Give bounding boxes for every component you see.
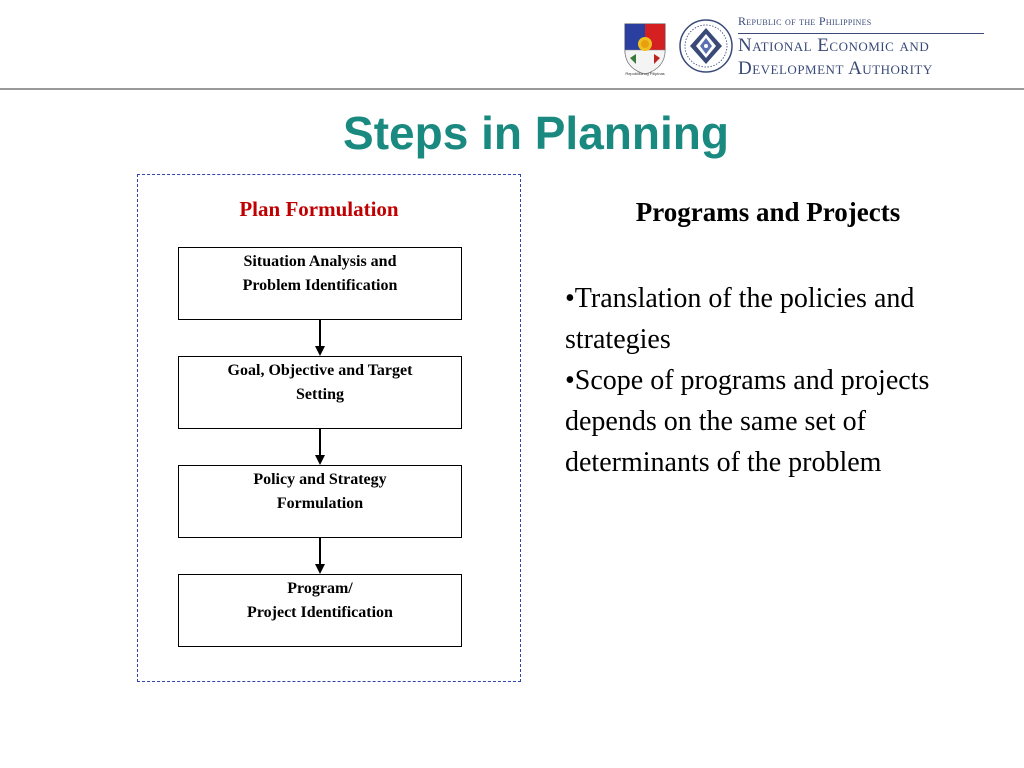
republic-label: Republic of the Philippines [738, 14, 872, 28]
step-line: Formulation [276, 495, 364, 512]
agency-line-2: Development Authority [738, 58, 933, 79]
step-goal-setting: Goal, Objective and Target Setting [178, 356, 462, 429]
agency-name: Republic of the Philippines National Eco… [738, 14, 933, 80]
step-line: Project Identification [247, 604, 393, 621]
step-line: Policy and Strategy [253, 471, 387, 488]
agency-divider [738, 33, 984, 34]
arrow-down-icon [315, 429, 325, 465]
step-line: Problem Identification [242, 277, 398, 294]
diagram-heading: Plan Formulation [239, 197, 399, 221]
step-line: Goal, Objective and Target [227, 362, 413, 379]
step-policy-strategy: Policy and Strategy Formulation [178, 465, 462, 538]
bullet-list: •Translation of the policies and strateg… [565, 278, 985, 483]
step-line: Situation Analysis and [243, 253, 397, 270]
agency-line-1: National Economic and [738, 35, 930, 56]
step-situation-analysis: Situation Analysis and Problem Identific… [178, 247, 462, 320]
header: Republika ng Pilipinas Republic of the P… [0, 0, 1024, 90]
bullet-item: •Translation of the policies and strateg… [565, 283, 915, 355]
seal-text: Republika ng Pilipinas [625, 71, 664, 76]
plan-formulation-diagram: Plan Formulation Situation Analysis and … [137, 174, 521, 682]
programs-projects-heading: Programs and Projects [635, 197, 901, 227]
neda-logo-icon [678, 18, 734, 74]
slide-title: Steps in Planning [343, 107, 729, 159]
bullet-item: •Scope of programs and projects depends … [565, 365, 930, 478]
step-project-identification: Program/ Project Identification [178, 574, 462, 647]
step-line: Setting [296, 386, 344, 403]
arrow-down-icon [315, 320, 325, 356]
header-rule [0, 88, 1024, 90]
philippine-seal-icon: Republika ng Pilipinas [620, 20, 670, 76]
arrow-down-icon [315, 538, 325, 574]
step-line: Program/ [287, 580, 353, 597]
